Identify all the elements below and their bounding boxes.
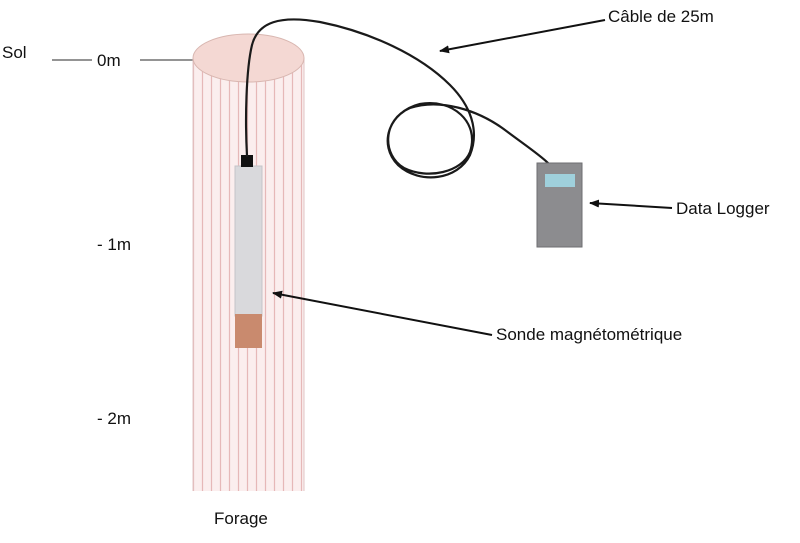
magnetometer-probe	[234, 155, 263, 348]
depth-1-label: - 1m	[97, 235, 131, 254]
probe-connector	[241, 155, 253, 167]
data-logger-device	[536, 162, 583, 248]
borehole-label: Forage	[214, 509, 268, 528]
probe-body	[234, 165, 263, 317]
ground-label: Sol	[2, 43, 27, 62]
cable-label: Câble de 25m	[608, 7, 714, 26]
probe-arrow	[272, 290, 493, 336]
cable-arrow	[439, 19, 606, 54]
logger-screen	[545, 174, 575, 187]
probe-label: Sonde magnétométrique	[496, 325, 683, 344]
probe-tip	[235, 314, 262, 348]
logger-arrow	[589, 199, 673, 209]
cable	[244, 18, 550, 179]
depth-0-label: 0m	[97, 51, 121, 70]
data-logger-label: Data Logger	[676, 199, 770, 218]
depth-2-label: - 2m	[97, 409, 131, 428]
